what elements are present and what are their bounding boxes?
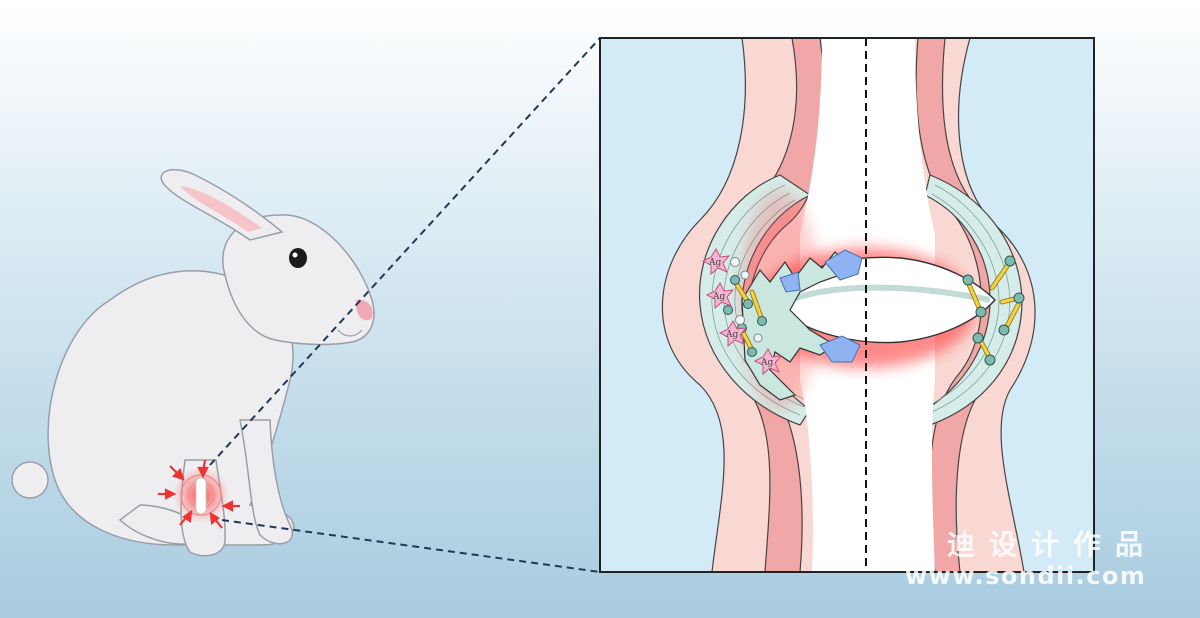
antigens: Ag Ag Ag Ag	[701, 247, 783, 376]
svg-text:Ag: Ag	[712, 292, 725, 302]
crosslinkers-right	[962, 255, 1025, 366]
svg-text:Ag: Ag	[708, 258, 721, 268]
rabbit-knee-bone	[195, 477, 207, 515]
rabbit-front-leg-2	[239, 419, 293, 545]
rabbit-knee-inflammation	[158, 459, 240, 529]
antigen-star: Ag	[701, 247, 731, 276]
rabbit-inner-ear	[180, 186, 262, 232]
rabbit-nose	[355, 299, 373, 321]
enzymes	[779, 249, 863, 363]
pain-arrows	[158, 459, 240, 529]
rabbit-eye	[289, 248, 307, 268]
rabbit-tail	[11, 461, 49, 499]
antigen-star: Ag	[718, 319, 748, 348]
svg-text:Ag: Ag	[760, 358, 773, 368]
zoom-lines	[209, 37, 601, 573]
svg-text:Ag: Ag	[725, 330, 738, 340]
watermark-url: www.sondii.com	[905, 562, 1147, 590]
watermark-brand: 松迪设计作品	[905, 528, 1158, 561]
antigen-star: Ag	[705, 281, 735, 310]
antigen-star: Ag	[753, 347, 783, 376]
joint-zoom-panel: Ag Ag Ag Ag	[599, 37, 1095, 573]
